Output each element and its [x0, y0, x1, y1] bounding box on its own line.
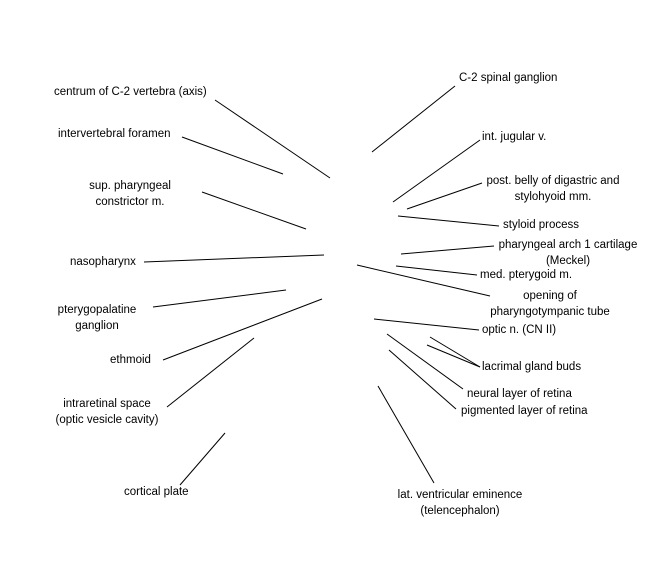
leader-lacrimal-b	[426, 344, 481, 368]
label-opening-pharyngotympanic: opening of pharyngotympanic tube	[485, 288, 615, 320]
label-neural-layer: neural layer of retina	[467, 388, 572, 400]
leader-digastric	[406, 182, 483, 210]
label-sup-pharyngeal: sup. pharyngeal constrictor m.	[70, 178, 190, 210]
leader-lat-ventricular	[377, 385, 435, 484]
leader-centrum	[214, 99, 331, 179]
label-opening-line-2: pharyngotympanic tube	[490, 306, 610, 318]
label-ethmoid: ethmoid	[110, 354, 151, 366]
label-intraretinal-line-1: intraretinal space	[63, 398, 151, 410]
leader-cortical-plate	[179, 432, 226, 486]
label-digastric-line-2: stylohyoid mm.	[514, 191, 592, 203]
label-nasopharynx: nasopharynx	[70, 256, 136, 268]
label-sup-pharyngeal-line-1: sup. pharyngeal	[89, 180, 171, 192]
leader-sup-pharyngeal	[201, 191, 307, 230]
label-centrum: centrum of C-2 vertebra (axis)	[54, 86, 207, 98]
leader-intraretinal	[166, 337, 255, 408]
label-lat-ventricular-line-2: (telencephalon)	[420, 505, 500, 517]
leader-intervertebral-foramen	[181, 136, 284, 175]
label-pterygopalatine-line-2: ganglion	[75, 320, 119, 332]
label-sup-pharyngeal-line-2: constrictor m.	[95, 196, 165, 208]
label-optic-n: optic n. (CN II)	[482, 324, 557, 336]
label-intraretinal-line-2: (optic vesicle cavity)	[55, 414, 159, 426]
leader-neural-layer	[386, 333, 464, 390]
leader-pterygopalatine	[152, 289, 287, 308]
leader-med-pterygoid	[395, 265, 478, 276]
label-digastric-line-1: post. belly of digastric and	[486, 175, 620, 187]
label-int-jugular: int. jugular v.	[482, 131, 547, 143]
label-lat-ventricular-line-1: lat. ventricular eminence	[397, 489, 523, 501]
label-styloid: styloid process	[503, 219, 580, 231]
label-pigmented-layer: pigmented layer of retina	[461, 405, 588, 417]
leader-c2-spinal-ganglion	[371, 85, 456, 153]
label-intervertebral-foramen: intervertebral foramen	[58, 128, 171, 140]
leader-lacrimal-a	[429, 336, 481, 368]
leader-nasopharynx	[143, 254, 325, 263]
label-lat-ventricular: lat. ventricular eminence (telencephalon…	[385, 487, 535, 519]
label-intraretinal: intraretinal space (optic vesicle cavity…	[47, 396, 167, 428]
label-digastric: post. belly of digastric and stylohyoid …	[478, 173, 628, 205]
label-opening-line-1: opening of	[523, 290, 577, 302]
leader-opening-pharyngotympanic	[356, 264, 491, 297]
leader-int-jugular	[392, 139, 481, 203]
label-c2-spinal-ganglion: C-2 spinal ganglion	[459, 72, 558, 84]
label-pharyngeal-arch: pharyngeal arch 1 cartilage (Meckel)	[493, 237, 643, 269]
label-cortical-plate: cortical plate	[124, 486, 189, 498]
label-pterygopalatine: pterygopalatine ganglion	[47, 302, 147, 334]
label-pharyngeal-arch-line-1: pharyngeal arch 1 cartilage	[498, 239, 638, 251]
label-lacrimal: lacrimal gland buds	[482, 361, 582, 373]
label-pterygopalatine-line-1: pterygopalatine	[57, 304, 137, 316]
leader-ethmoid	[162, 298, 323, 361]
leader-optic-n	[373, 318, 480, 331]
leader-pigmented-layer	[388, 349, 457, 410]
leader-pharyngeal-arch	[400, 245, 495, 255]
label-med-pterygoid: med. pterygoid m.	[480, 269, 573, 281]
leader-styloid	[397, 215, 500, 227]
label-pharyngeal-arch-line-2: (Meckel)	[545, 255, 591, 267]
